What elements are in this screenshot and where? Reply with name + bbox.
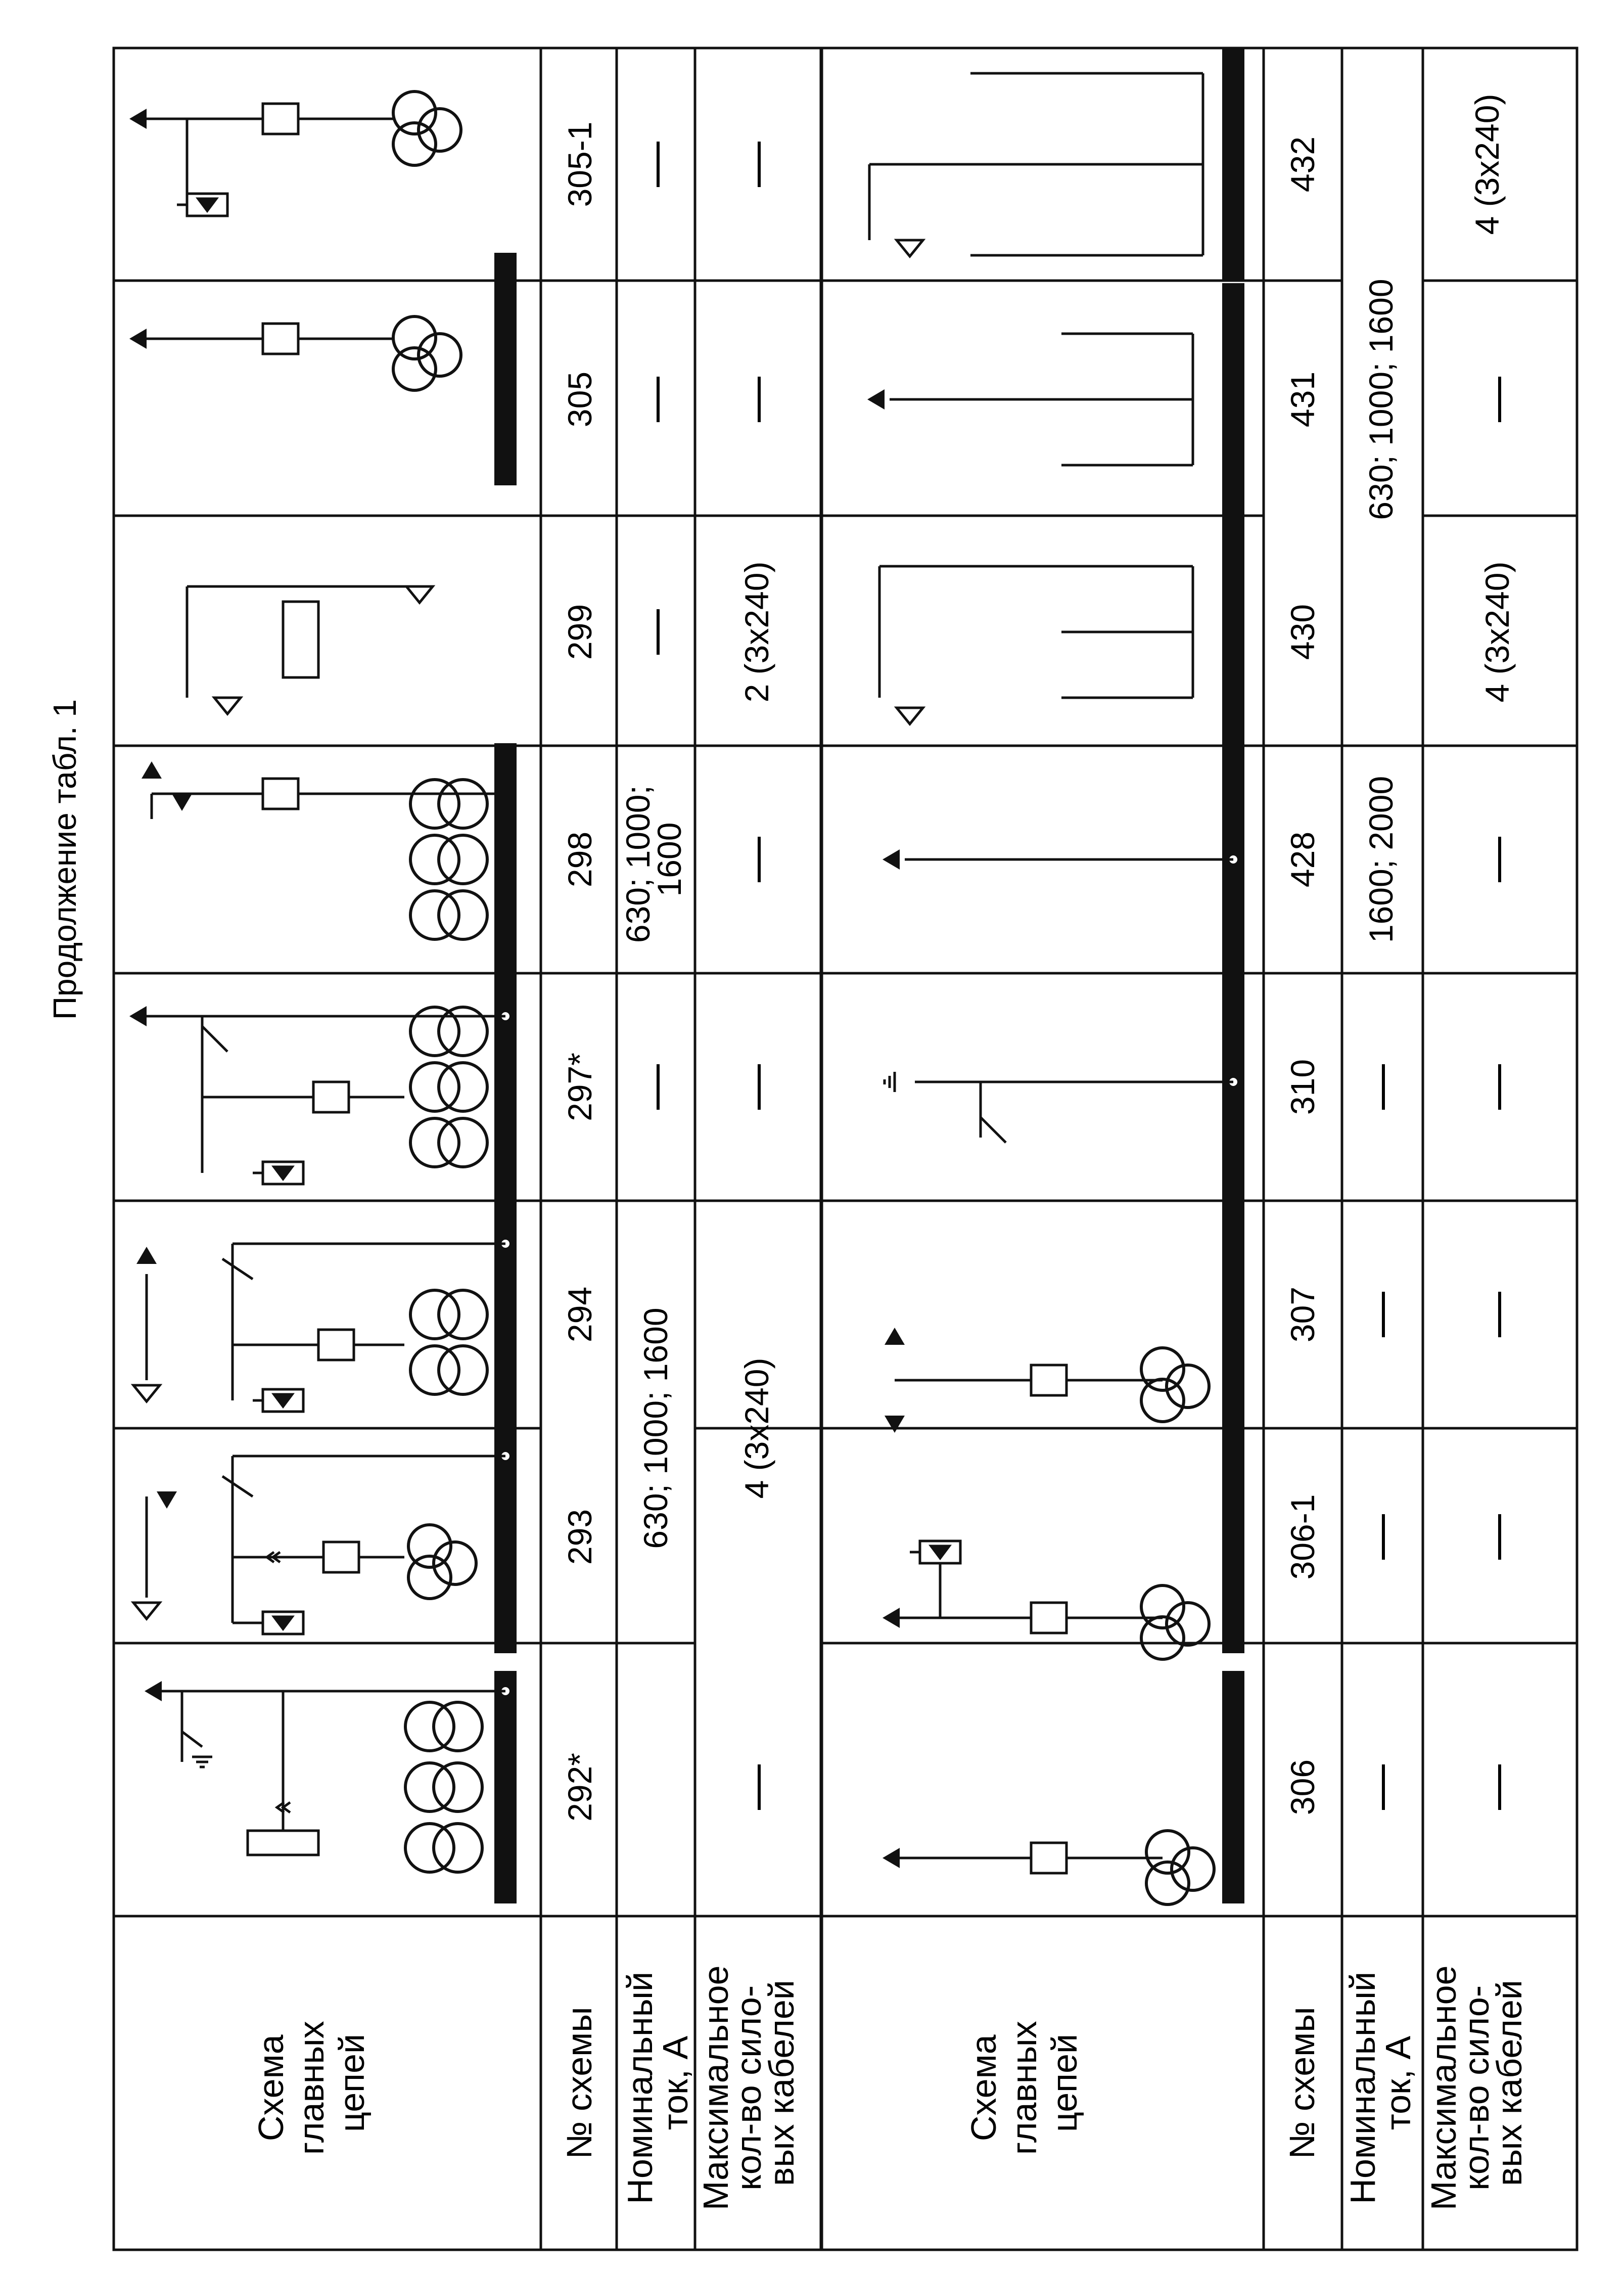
scheme-292 (145, 1671, 517, 1903)
label-scheme-line: цепей (332, 2034, 372, 2132)
label-cables-line: вых кабелей (1490, 1980, 1529, 2186)
scheme-number: 432 (1284, 137, 1321, 192)
scheme-number: 431 (1284, 372, 1321, 427)
label-current-line: ток, А (1378, 2035, 1418, 2130)
cables-value: 4 (3х240) (738, 1358, 775, 1499)
label-number: № схемы (560, 2007, 599, 2159)
label-current-line: Номинальный (1343, 1972, 1382, 2204)
scheme-number: 306-1 (1284, 1494, 1321, 1580)
scheme-299 (185, 585, 433, 714)
scheme-294 (133, 1198, 517, 1431)
cables-value: — (1471, 1292, 1521, 1337)
label-cables-line: кол-во сило- (729, 1985, 768, 2191)
current-value: — (1355, 1514, 1405, 1560)
current-value: — (629, 142, 680, 187)
current-value: 630; 1000; 1600 (1362, 279, 1400, 520)
scheme-310 (885, 971, 1244, 1203)
svg-text:Номинальный ток, А: Номинальный ток, А (1343, 1962, 1418, 2204)
section-2-current: — — — — 1600; 2000 630; 1000; 1600 (1355, 279, 1405, 1810)
scheme-431 (867, 283, 1244, 516)
section-2-cables: — — — — — 4 (3х240) — 4 (3х240) (1468, 94, 1521, 1810)
current-value: — (1355, 1064, 1405, 1110)
table-caption: Продолжение табл. 1 (47, 699, 83, 1020)
label-number: № схемы (1282, 2007, 1322, 2159)
row-labels-section-2: Схема главных цепей № схемы Номинальный … (964, 1956, 1529, 2210)
svg-text:Максимальное кол-во сило: Максимальное кол-во сило- вых кабелей (1424, 1956, 1529, 2210)
cables-value: — (730, 837, 781, 882)
cables-value: — (730, 377, 781, 422)
scheme-298 (142, 743, 517, 976)
svg-text:Номинальный ток, А: Номинальный ток, А (620, 1962, 695, 2204)
scheme-306-1 (883, 1421, 1244, 1659)
table-border (112, 47, 1579, 2251)
scheme-number: 306 (1284, 1759, 1321, 1815)
svg-text:Схема главных цепе: Схема главных цепей (964, 2011, 1084, 2155)
cables-value: — (1471, 1514, 1521, 1560)
scheme-307 (885, 1198, 1244, 1433)
cables-value: 4 (3х240) (1468, 94, 1506, 235)
current-value: — (629, 609, 680, 655)
scheme-number: 293 (561, 1509, 598, 1565)
current-value: 630; 1000; 1600 (637, 1307, 674, 1549)
cables-value: 4 (3х240) (1478, 562, 1516, 703)
scheme-number: 305-1 (561, 122, 598, 207)
label-scheme-line: главных (1004, 2021, 1044, 2155)
cables-value: — (1471, 837, 1521, 882)
label-scheme-line: Схема (964, 2034, 1003, 2141)
table-grid (112, 47, 1579, 2251)
current-value: — (629, 377, 680, 422)
scheme-number: 294 (561, 1287, 598, 1342)
scheme-number: 428 (1284, 832, 1321, 887)
current-value: — (1355, 1292, 1405, 1337)
cables-value: — (1471, 1764, 1521, 1810)
label-cables-line: Максимальное (696, 1966, 735, 2210)
section-1-cables: — 4 (3х240) — — 2 (3х240) — — (730, 142, 781, 1810)
scheme-number: 297* (561, 1053, 598, 1121)
label-scheme-line: цепей (1045, 2034, 1084, 2132)
cables-value: — (730, 1764, 781, 1810)
cables-value: — (1471, 377, 1521, 422)
section-1-current: 630; 1000; 1600 — 630; 1000; 1600 — — — (619, 142, 688, 1549)
svg-text:Максимальное кол-во сило: Максимальное кол-во сило- вых кабелей (696, 1956, 801, 2210)
scheme-428 (883, 743, 1244, 976)
label-cables-line: Максимальное (1424, 1966, 1463, 2210)
current-value: — (629, 1064, 680, 1110)
scheme-305 (129, 253, 517, 485)
scheme-293 (133, 1421, 517, 1653)
svg-text:Схема главных цепе: Схема главных цепей (251, 2011, 372, 2155)
cables-value: — (1471, 1064, 1521, 1110)
scheme-305-1 (129, 92, 461, 216)
label-current-line: Номинальный (620, 1972, 660, 2204)
scheme-number: 430 (1284, 604, 1321, 660)
label-scheme-line: Схема (251, 2034, 291, 2141)
scheme-297 (129, 971, 517, 1203)
scheme-number: 310 (1284, 1059, 1321, 1115)
scheme-number: 292* (561, 1753, 598, 1822)
label-cables-line: кол-во сило- (1457, 1985, 1496, 2191)
current-value: — (1355, 1764, 1405, 1810)
scheme-306 (883, 1671, 1244, 1904)
cables-value: — (730, 142, 781, 187)
scheme-number: 305 (561, 372, 598, 427)
current-value: 1600; 2000 (1362, 776, 1400, 943)
current-value-line: 1600 (651, 823, 688, 897)
cables-value: — (730, 1064, 781, 1110)
scheme-number: 298 (561, 832, 598, 887)
row-labels-section-1: Схема главных цепей № схемы Номинальный … (251, 1956, 801, 2210)
section-1-numbers: 292* 293 294 297* 298 299 305 305-1 (561, 122, 598, 1822)
cables-value: 2 (3х240) (738, 562, 775, 703)
scheme-number: 307 (1284, 1287, 1321, 1342)
svg-text:630; 1000; 1600: 630; 1000; 1600 (619, 776, 688, 943)
scheme-432 (868, 48, 1244, 281)
current-value-line: 630; 1000; (619, 785, 657, 943)
section-2-numbers: 306 306-1 307 310 428 430 431 432 (1284, 137, 1321, 1815)
label-scheme-line: главных (292, 2021, 331, 2155)
label-current-line: ток, А (656, 2035, 695, 2130)
scheme-number: 299 (561, 604, 598, 660)
label-cables-line: вых кабелей (762, 1980, 801, 2186)
scheme-430 (878, 516, 1244, 748)
